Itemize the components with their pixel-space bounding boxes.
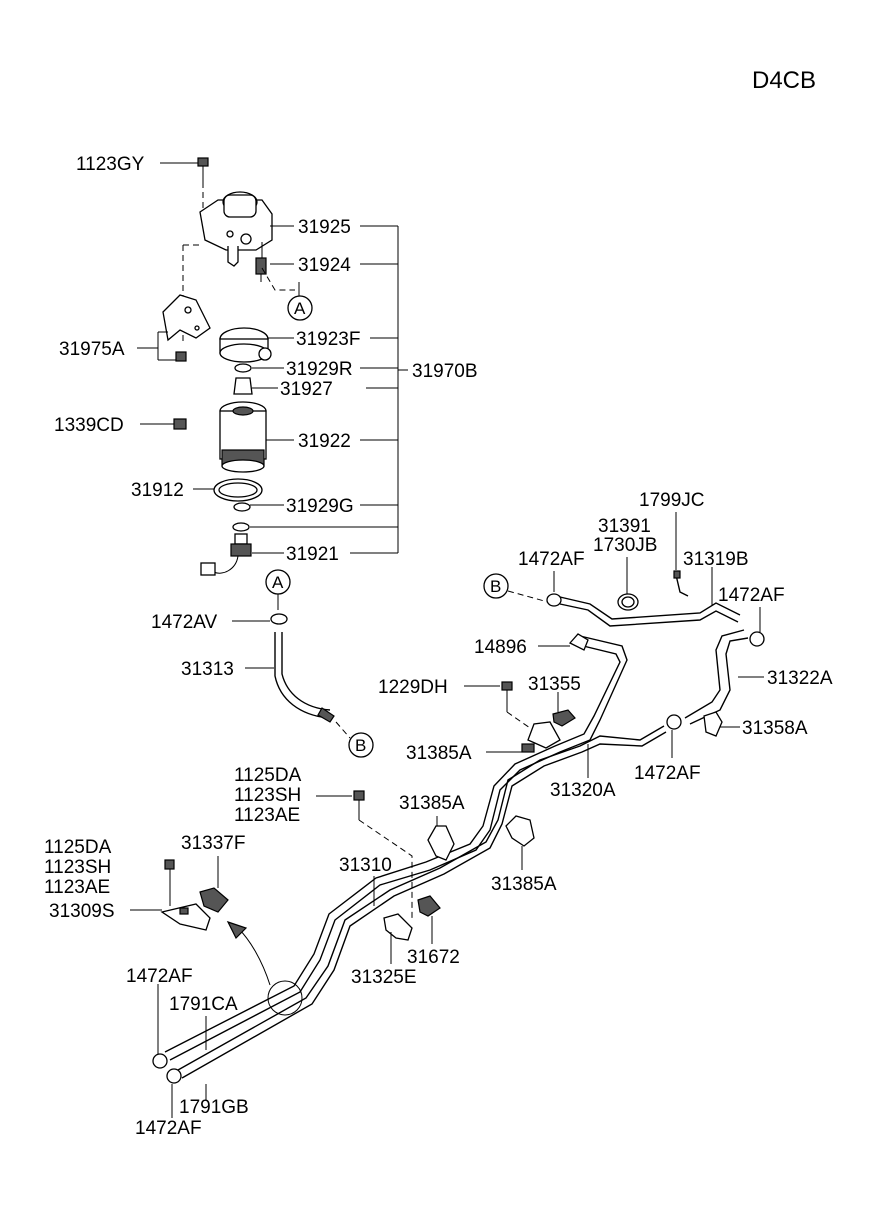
svg-text:B: B	[355, 736, 366, 755]
label-1791CA: 1791CA	[169, 994, 238, 1015]
label-31923F: 31923F	[296, 329, 360, 350]
label-31929R: 31929R	[286, 359, 353, 380]
label-31313: 31313	[181, 659, 234, 680]
label-1125DA-a: 1125DA	[234, 765, 302, 786]
label-31358A: 31358A	[742, 718, 808, 739]
label-31320A: 31320A	[550, 780, 616, 801]
label-31922: 31922	[298, 431, 351, 452]
leader-lines-filter	[137, 162, 408, 554]
label-1123AE-b: 1123AE	[44, 877, 110, 898]
filter-head-drawing	[197, 157, 273, 282]
svg-text:A: A	[272, 573, 284, 592]
return-hose-drawing	[546, 570, 765, 737]
callout-a-mid: A	[265, 569, 291, 610]
callout-b-upper: B	[483, 573, 509, 599]
label-1123GY: 1123GY	[76, 154, 145, 175]
label-31385A-left: 31385A	[399, 793, 465, 814]
label-31925: 31925	[298, 217, 351, 238]
nut-drawing	[173, 418, 187, 430]
label-31355: 31355	[528, 674, 581, 695]
filter-cap-drawing	[219, 327, 272, 363]
callout-b-lower: B	[348, 732, 374, 758]
label-31385A-mid: 31385A	[406, 743, 472, 764]
svg-text:B: B	[490, 577, 501, 596]
label-31385A-right: 31385A	[491, 874, 557, 895]
engine-code: D4CB	[752, 67, 816, 94]
label-31309S: 31309S	[49, 901, 115, 922]
label-31975A: 31975A	[59, 339, 125, 360]
label-1123SH-a: 1123SH	[234, 785, 301, 806]
o-ring-lower-drawing	[233, 502, 251, 512]
label-31391: 31391	[598, 516, 651, 537]
center-pipe-drawing	[233, 377, 253, 395]
bracket-drawing	[162, 294, 211, 362]
label-31337F: 31337F	[181, 833, 245, 854]
label-1472AF-bottom: 1472AF	[135, 1118, 202, 1139]
label-1123AE-a: 1123AE	[234, 805, 300, 826]
label-1125DA-b: 1125DA	[44, 837, 112, 858]
label-1472AF-mid: 1472AF	[634, 763, 701, 784]
detail-arrow	[237, 927, 271, 986]
label-31322A: 31322A	[767, 668, 833, 689]
label-31319B: 31319B	[683, 549, 749, 570]
o-ring-upper-drawing	[234, 363, 252, 373]
label-1472AF-right: 1472AF	[718, 585, 785, 606]
label-31325E: 31325E	[351, 967, 417, 988]
label-31924: 31924	[298, 255, 351, 276]
label-31672: 31672	[407, 947, 460, 968]
label-1123SH-b: 1123SH	[44, 857, 111, 878]
label-31970B: 31970B	[412, 361, 478, 382]
label-31927: 31927	[280, 379, 333, 400]
clips-drawing	[160, 633, 589, 941]
svg-text:A: A	[294, 299, 306, 318]
leader-lines-lines	[130, 512, 764, 1118]
filter-cartridge-drawing	[219, 401, 267, 473]
label-1229DH: 1229DH	[378, 677, 448, 698]
label-14896: 14896	[474, 637, 527, 658]
label-1472AV: 1472AV	[151, 612, 218, 633]
label-1791GB: 1791GB	[179, 1097, 249, 1118]
fuel-lines-drawing	[152, 635, 667, 1084]
callout-a-top: A	[287, 282, 313, 321]
label-31921: 31921	[286, 544, 339, 565]
label-31310: 31310	[339, 855, 392, 876]
label-1472AF-low: 1472AF	[126, 966, 193, 987]
hose-31313-drawing	[232, 613, 351, 739]
label-31912: 31912	[131, 480, 184, 501]
water-sensor-drawing	[200, 533, 252, 576]
label-1730JB: 1730JB	[593, 535, 657, 556]
label-31929G: 31929G	[286, 496, 354, 517]
label-1799JC: 1799JC	[639, 490, 705, 511]
label-1339CD: 1339CD	[54, 415, 124, 436]
label-1472AF-top: 1472AF	[518, 549, 585, 570]
